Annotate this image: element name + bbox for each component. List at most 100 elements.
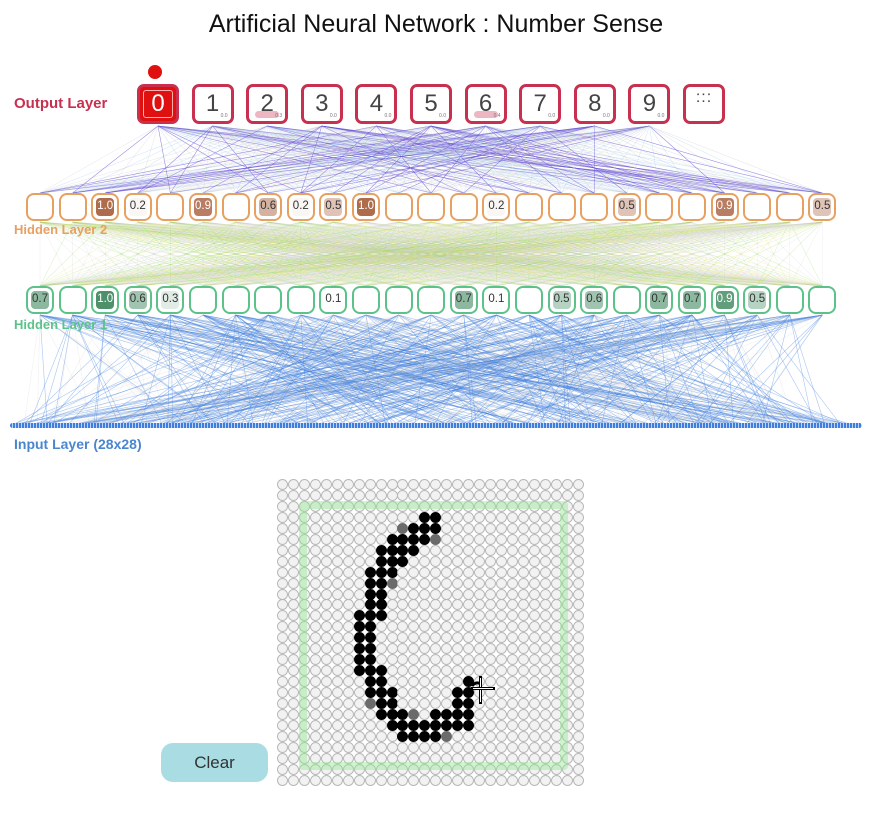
pixel-cell[interactable] — [452, 544, 464, 556]
pixel-cell[interactable] — [539, 752, 551, 764]
pixel-cell[interactable] — [474, 489, 486, 501]
pixel-cell[interactable] — [386, 719, 398, 731]
pixel-cell[interactable] — [320, 698, 332, 709]
pixel-cell[interactable] — [287, 741, 299, 753]
pixel-cell[interactable] — [517, 752, 529, 764]
pixel-cell[interactable] — [430, 687, 442, 699]
pixel-cell[interactable] — [408, 719, 420, 731]
pixel-cell[interactable] — [353, 610, 365, 622]
pixel-cell[interactable] — [561, 665, 573, 677]
pixel-cell[interactable] — [561, 621, 573, 633]
pixel-cell[interactable] — [474, 774, 486, 786]
pixel-cell[interactable] — [528, 489, 540, 501]
pixel-cell[interactable] — [561, 599, 573, 611]
pixel-cell[interactable] — [342, 566, 354, 578]
pixel-cell[interactable] — [572, 708, 584, 720]
pixel-cell[interactable] — [561, 741, 573, 753]
pixel-cell[interactable] — [331, 533, 343, 545]
pixel-cell[interactable] — [506, 489, 518, 501]
pixel-cell[interactable] — [287, 665, 299, 677]
pixel-cell[interactable] — [463, 577, 475, 589]
pixel-cell[interactable] — [528, 719, 540, 731]
pixel-cell[interactable] — [452, 719, 464, 731]
pixel-cell[interactable] — [463, 533, 475, 545]
pixel-cell[interactable] — [463, 522, 475, 534]
pixel-cell[interactable] — [353, 665, 365, 677]
pixel-cell[interactable] — [528, 566, 540, 578]
pixel-cell[interactable] — [572, 719, 584, 731]
pixel-cell[interactable] — [320, 621, 332, 633]
pixel-cell[interactable] — [572, 555, 584, 567]
pixel-cell[interactable] — [496, 479, 507, 490]
pixel-cell[interactable] — [441, 687, 453, 699]
pixel-cell[interactable] — [419, 719, 431, 731]
pixel-cell[interactable] — [287, 544, 299, 556]
pixel-cell[interactable] — [277, 632, 288, 644]
pixel-cell[interactable] — [309, 511, 321, 523]
pixel-cell[interactable] — [353, 708, 365, 720]
pixel-cell[interactable] — [309, 687, 321, 699]
pixel-cell[interactable] — [331, 752, 343, 764]
pixel-cell[interactable] — [539, 676, 551, 688]
pixel-cell[interactable] — [320, 566, 332, 578]
pixel-cell[interactable] — [397, 588, 409, 600]
pixel-cell[interactable] — [309, 500, 321, 512]
pixel-cell[interactable] — [287, 708, 299, 720]
pixel-cell[interactable] — [517, 687, 529, 699]
pixel-cell[interactable] — [528, 676, 540, 688]
pixel-cell[interactable] — [539, 741, 551, 753]
pixel-cell[interactable] — [561, 687, 573, 699]
pixel-cell[interactable] — [277, 544, 288, 556]
pixel-cell[interactable] — [287, 621, 299, 633]
pixel-cell[interactable] — [309, 708, 321, 720]
pixel-cell[interactable] — [408, 500, 420, 512]
pixel-cell[interactable] — [539, 763, 551, 775]
pixel-cell[interactable] — [517, 500, 529, 512]
pixel-cell[interactable] — [485, 610, 497, 622]
pixel-cell[interactable] — [561, 555, 573, 567]
pixel-cell[interactable] — [375, 643, 387, 655]
pixel-cell[interactable] — [474, 555, 486, 567]
pixel-cell[interactable] — [287, 610, 299, 622]
pixel-cell[interactable] — [397, 555, 409, 567]
pixel-cell[interactable] — [419, 665, 431, 677]
pixel-cell[interactable] — [441, 719, 453, 731]
pixel-cell[interactable] — [485, 544, 497, 556]
pixel-cell[interactable] — [408, 533, 420, 545]
pixel-cell[interactable] — [277, 730, 288, 742]
pixel-cell[interactable] — [506, 599, 518, 611]
pixel-cell[interactable] — [309, 741, 321, 753]
pixel-cell[interactable] — [452, 643, 464, 655]
pixel-cell[interactable] — [528, 654, 540, 666]
pixel-cell[interactable] — [287, 533, 299, 545]
pixel-cell[interactable] — [408, 522, 420, 534]
pixel-cell[interactable] — [287, 698, 299, 709]
pixel-cell[interactable] — [375, 511, 387, 523]
pixel-cell[interactable] — [419, 654, 431, 666]
pixel-cell[interactable] — [430, 643, 442, 655]
pixel-cell[interactable] — [408, 577, 420, 589]
pixel-cell[interactable] — [474, 566, 486, 578]
pixel-cell[interactable] — [528, 774, 540, 786]
pixel-cell[interactable] — [342, 654, 354, 666]
pixel-cell[interactable] — [463, 500, 475, 512]
pixel-cell[interactable] — [496, 730, 507, 742]
pixel-cell[interactable] — [397, 719, 409, 731]
pixel-cell[interactable] — [506, 533, 518, 545]
pixel-cell[interactable] — [550, 643, 562, 655]
pixel-cell[interactable] — [506, 511, 518, 523]
pixel-cell[interactable] — [375, 544, 387, 556]
pixel-cell[interactable] — [441, 643, 453, 655]
pixel-cell[interactable] — [320, 719, 332, 731]
pixel-cell[interactable] — [452, 730, 464, 742]
pixel-cell[interactable] — [375, 676, 387, 688]
pixel-cell[interactable] — [496, 643, 507, 655]
pixel-cell[interactable] — [572, 698, 584, 709]
pixel-cell[interactable] — [550, 511, 562, 523]
pixel-cell[interactable] — [375, 687, 387, 699]
pixel-cell[interactable] — [561, 544, 573, 556]
pixel-cell[interactable] — [463, 555, 475, 567]
pixel-cell[interactable] — [364, 741, 376, 753]
pixel-cell[interactable] — [572, 730, 584, 742]
